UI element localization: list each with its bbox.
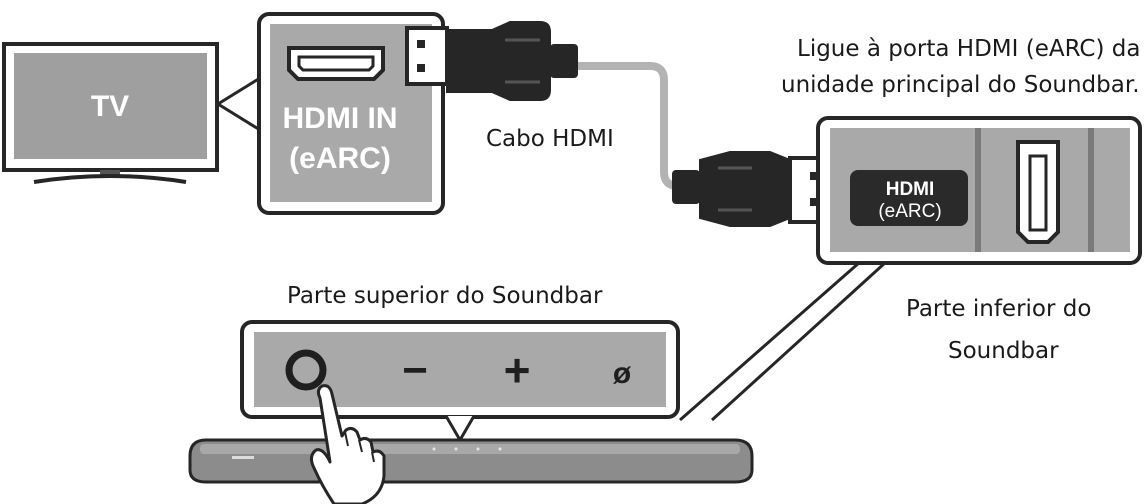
hdmi-plug-soundbar-side [672,151,832,227]
instruction-line2: unidade principal do Soundbar. [781,72,1140,98]
soundbar-port-label-line1: HDMI [886,179,935,200]
hdmi-plug-tv-side [405,21,578,101]
hand-illustration [309,384,386,504]
bottom-panel-title-line2: Soundbar [948,338,1059,364]
instruction-line1: Ligue à porta HDMI (eARC) da [797,36,1141,62]
volume-down-button[interactable]: − [402,346,428,395]
tv-port-label-line1: HDMI IN [283,102,398,135]
soundbar-bottom-panel: HDMI (eARC) [816,116,1142,265]
soundbar-body [188,438,754,484]
tv-label: TV [91,90,129,123]
top-panel-title: Parte superior do Soundbar [287,283,603,309]
tv-port-label-line2: (eARC) [289,142,391,175]
volume-up-button[interactable]: + [504,344,531,396]
cable-label: Cabo HDMI [486,126,614,152]
tv-port-panel: HDMI IN (eARC) [257,12,445,215]
soundbar-hdmi-label-box [850,170,968,226]
top-panel-pointer [444,415,476,443]
power-button[interactable] [285,349,327,391]
bottom-panel-pointer [679,260,888,422]
soundbar-top-panel: − + ø [240,320,680,419]
tv-callout-pointer [215,76,261,132]
mic-mute-button[interactable]: ø [613,357,632,390]
soundbar-port-label-line2: (eARC) [878,201,941,222]
tv-illustration: TV [2,42,219,184]
bottom-panel-title-line1: Parte inferior do [906,296,1092,322]
